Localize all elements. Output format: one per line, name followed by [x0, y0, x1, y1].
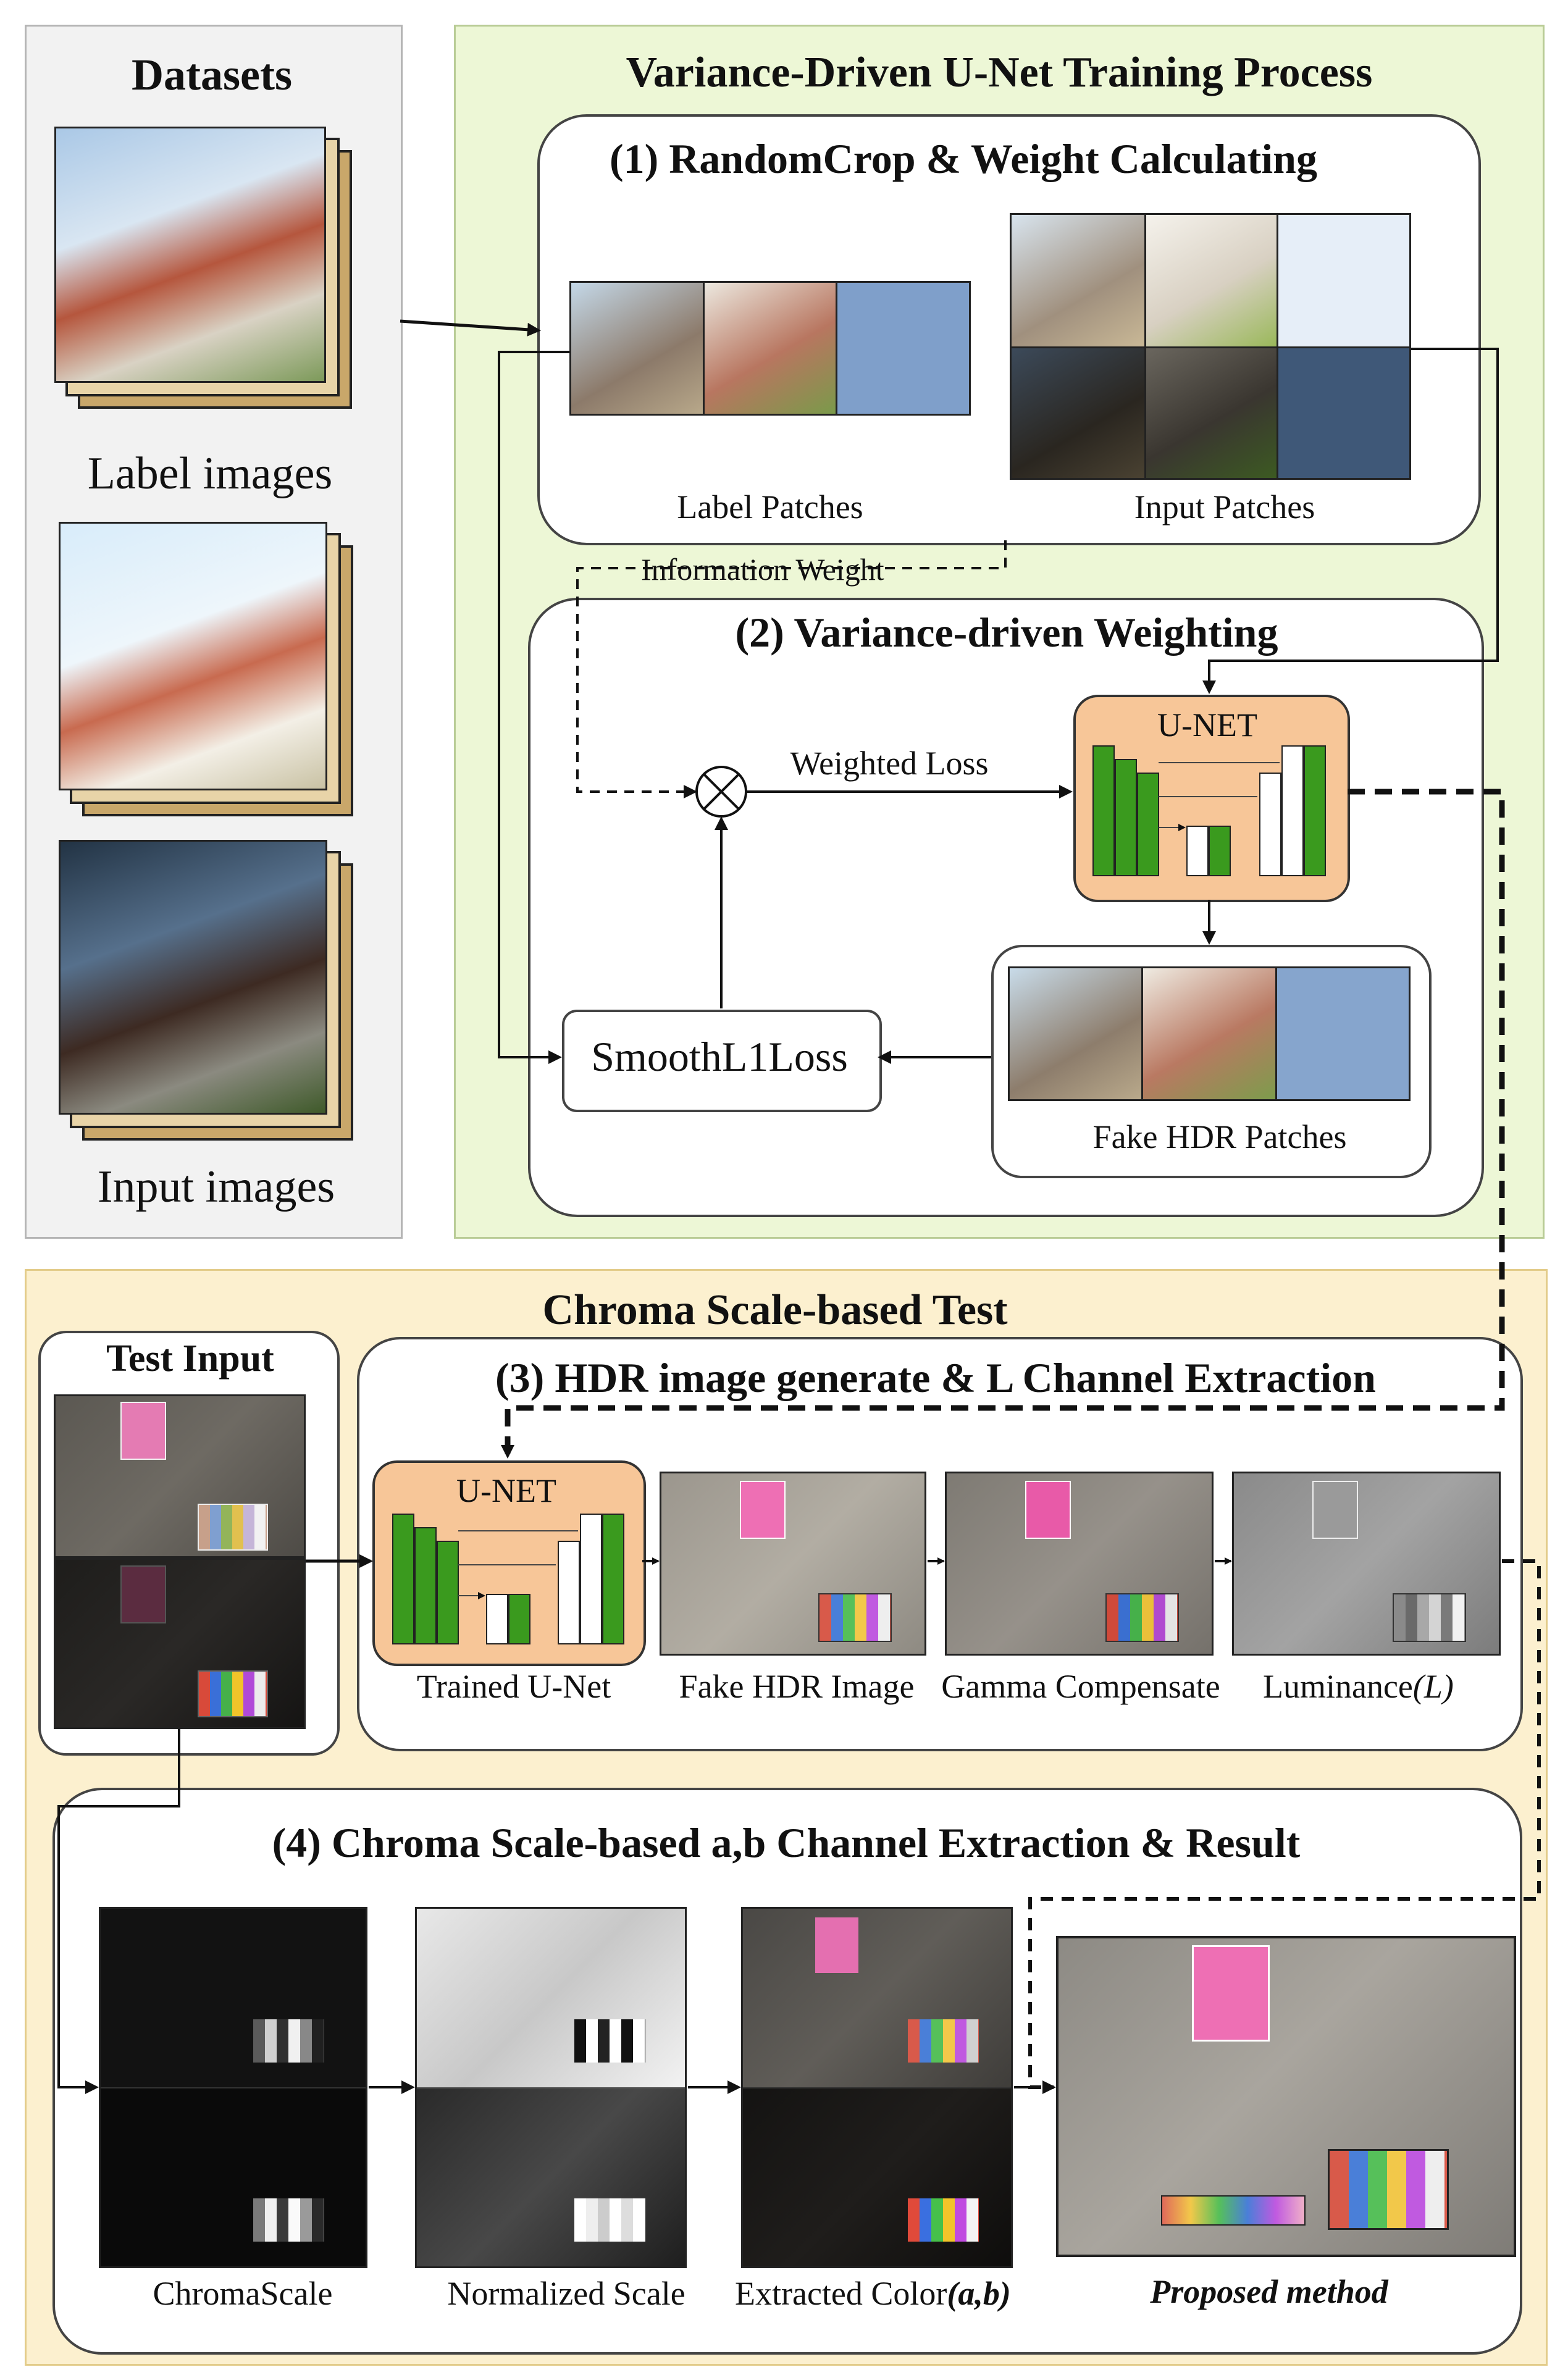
arrow-datasets-to-label — [400, 319, 541, 337]
gamma-chart — [1105, 1593, 1179, 1642]
gamma-compensate-caption: Gamma Compensate — [941, 1668, 1220, 1705]
extracted-color-label: Extracted Color — [735, 2275, 947, 2312]
smoothl1loss-box — [562, 1010, 882, 1112]
luminance-label: Luminance — [1263, 1668, 1413, 1705]
test-input-title: Test Input — [106, 1338, 274, 1380]
proposed-strip — [1161, 2195, 1306, 2226]
unet-label-test: U-NET — [456, 1472, 556, 1509]
extracted-chart-bottom — [908, 2198, 979, 2242]
proposed-method-caption: Proposed method — [1150, 2273, 1388, 2310]
gamma-book — [1025, 1481, 1071, 1539]
label-patches-caption: Label Patches — [677, 488, 863, 526]
step3-title: (3) HDR image generate & L Channel Extra… — [495, 1354, 1376, 1401]
fake-hdr-image-caption: Fake HDR Image — [679, 1668, 915, 1705]
test-input-book-2 — [120, 1565, 166, 1623]
input-patches — [1010, 213, 1411, 480]
extracted-color-symbol: (a,b) — [947, 2275, 1011, 2312]
fake-hdr-book — [740, 1481, 786, 1539]
weighted-loss-label: Weighted Loss — [790, 745, 989, 782]
input-patches-caption: Input Patches — [1134, 488, 1315, 526]
luminance-book — [1312, 1481, 1358, 1539]
step4-title: (4) Chroma Scale-based a,b Channel Extra… — [272, 1819, 1301, 1866]
label-patches — [569, 281, 971, 416]
chroma-scale-chart-bottom — [253, 2198, 324, 2242]
chroma-scale-chart-top — [253, 2019, 324, 2063]
arrow-test-to-chroma — [57, 1729, 180, 2094]
extracted-color-caption: Extracted Color(a,b) — [735, 2274, 1011, 2313]
label-image-stack — [54, 127, 326, 383]
test-input-chart-1 — [198, 1504, 268, 1551]
luminance-caption: Luminance(L) — [1263, 1667, 1454, 1706]
normalized-chart-bottom — [574, 2198, 645, 2242]
arrow-input-to-unet — [1202, 348, 1499, 694]
trained-unet-caption: Trained U-Net — [416, 1668, 611, 1705]
normalized-chart-top — [574, 2019, 645, 2063]
arrow-luminance-to-result — [1028, 1559, 1541, 2094]
fake-hdr-chart — [818, 1593, 892, 1642]
extracted-chart-top — [908, 2019, 979, 2063]
input-images-caption: Input images — [97, 1162, 335, 1212]
fake-hdr-patches-caption: Fake HDR Patches — [1092, 1118, 1347, 1155]
test-input-book-1 — [120, 1402, 166, 1460]
step1-title: (1) RandomCrop & Weight Calculating — [609, 135, 1318, 182]
test-title: Chroma Scale-based Test — [542, 1286, 1008, 1334]
datasets-title: Datasets — [132, 50, 292, 99]
arrow-label-to-loss — [498, 351, 569, 1064]
test-input-image-bright — [54, 1394, 306, 1558]
luminance-symbol: (L) — [1412, 1668, 1454, 1705]
unet-label-train: U-NET — [1157, 706, 1257, 743]
arrow-trained-weights — [501, 789, 1505, 1459]
step2-title: (2) Variance-driven Weighting — [735, 609, 1278, 656]
test-input-chart-2 — [198, 1670, 268, 1717]
luminance-chart — [1393, 1593, 1466, 1642]
smoothl1loss-label: SmoothL1Loss — [591, 1033, 848, 1080]
unet-bars-test — [392, 1514, 624, 1644]
proposed-chart — [1328, 2149, 1449, 2230]
chroma-scale-caption: ChromaScale — [153, 2275, 333, 2312]
arrow-information-weight — [576, 540, 1007, 798]
normalized-scale-image — [415, 1907, 687, 2268]
input-image-stack-1 — [59, 522, 327, 790]
input-image-stack-2 — [59, 840, 327, 1115]
extracted-book — [815, 1917, 858, 1973]
fake-hdr-patches — [1008, 966, 1411, 1101]
normalized-scale-caption: Normalized Scale — [447, 2275, 685, 2312]
proposed-book — [1192, 1945, 1270, 2042]
label-images-caption: Label images — [87, 448, 333, 499]
unet-bars-train — [1092, 745, 1326, 876]
training-title: Variance-Driven U-Net Training Process — [626, 49, 1373, 96]
